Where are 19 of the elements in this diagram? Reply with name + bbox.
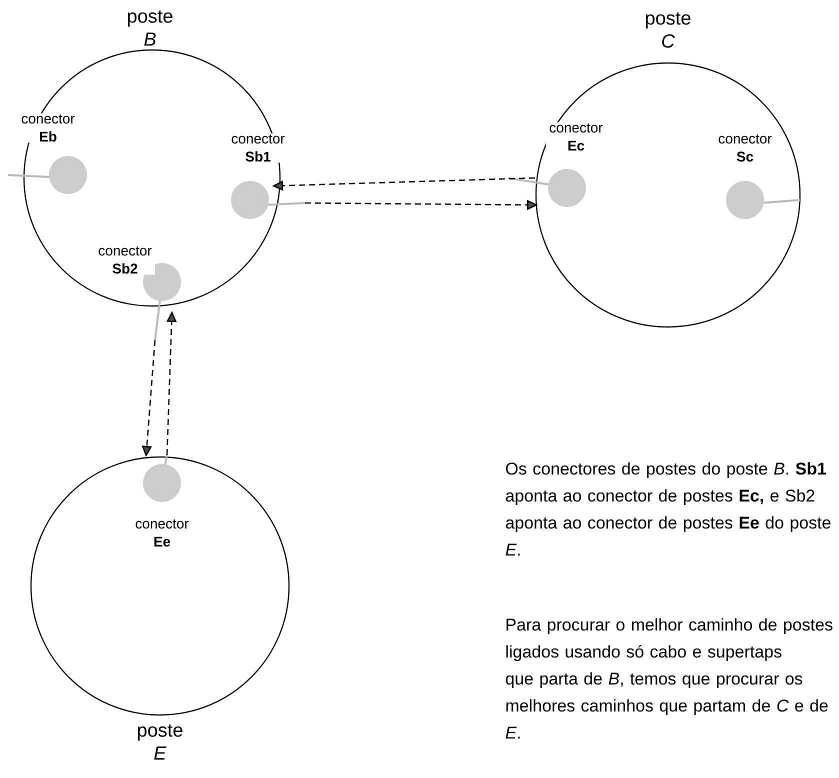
post-title: poste C <box>646 12 690 48</box>
connector-dot <box>726 180 764 219</box>
connector-dot <box>143 464 181 502</box>
connector-label: conector Sb2 <box>95 245 155 275</box>
post-circle <box>535 62 801 328</box>
paragraph: Para procurar o melhor caminho de postes ligados usando só cabo e supertaps que parta de B, temos que procurar os melhores caminhos que partam de C e de E. <box>506 618 832 738</box>
post-title: poste B <box>128 10 172 46</box>
connector-dot <box>49 156 87 194</box>
connector-dot <box>548 168 586 207</box>
connector-dot <box>231 180 269 219</box>
connector-label: conector Sb1 <box>228 133 288 163</box>
connector-label: conector Sc <box>715 133 775 163</box>
post-title: poste E <box>138 724 182 760</box>
connector-dot <box>143 262 181 301</box>
post-circle <box>30 456 290 716</box>
connector-label: conector Eb <box>18 113 78 143</box>
paragraph: Os conectores de postes do poste B. Sb1 aponta ao conector de postes Ec, e Sb2 aponta ao conector de postes Ee do poste E. <box>506 462 830 556</box>
connector-label: conector Ee <box>132 518 192 548</box>
connector-label: conector Ec <box>546 122 606 152</box>
